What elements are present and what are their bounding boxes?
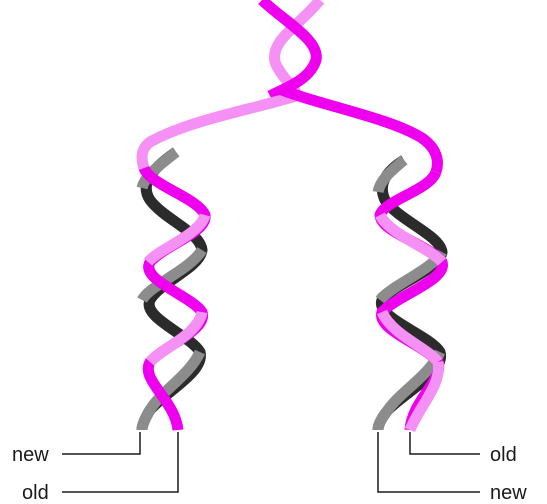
right-old-strand-front [375, 212, 447, 433]
left-daughter-helix [136, 147, 211, 432]
parent-helix [258, 0, 325, 101]
label-left-new: new [12, 444, 49, 466]
leader-left-new [62, 432, 141, 455]
label-left-old: old [22, 482, 49, 504]
leader-right-new [377, 432, 480, 493]
fork-arm-left [136, 90, 298, 170]
fork-arm-right [279, 84, 443, 174]
replication-fork [136, 84, 443, 174]
leader-lines [62, 432, 480, 493]
left-old-strand-back [138, 165, 211, 432]
leader-right-old [409, 432, 480, 455]
left-old-strand-front [143, 212, 211, 366]
label-right-new: new [490, 482, 527, 504]
left-new-strand-front [136, 147, 207, 431]
right-daughter-helix [372, 155, 448, 433]
leader-left-old [62, 432, 179, 493]
label-right-old: old [490, 444, 517, 466]
